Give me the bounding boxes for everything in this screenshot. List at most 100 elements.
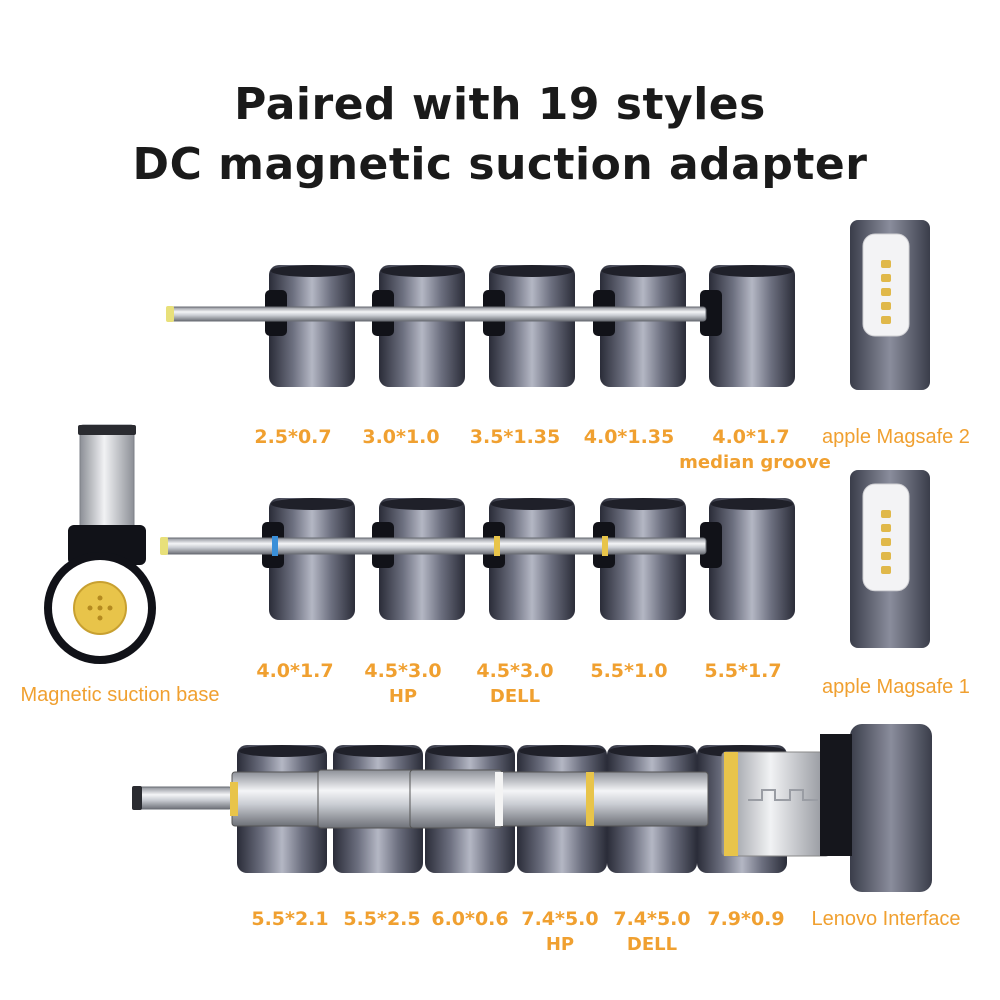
lenovo-plug-contacts (748, 789, 818, 801)
row1-size-label: 3.0*1.0 (362, 426, 440, 448)
row3-adapter-5-top (609, 745, 695, 757)
row2-adapter-4-top (602, 498, 684, 510)
base-dot-2 (87, 605, 93, 611)
magsafe2-pin-5 (881, 316, 891, 324)
row1-adapter-4-body (600, 265, 686, 387)
row1-adapter-2-body (379, 265, 465, 387)
row3-pin-thin (134, 786, 233, 810)
lenovo-adapter-body (850, 724, 932, 892)
row3-barrel-4 (499, 771, 593, 827)
title-line-2: DC magnetic suction adapter (132, 139, 868, 190)
magsafe1-pin-3 (881, 538, 891, 546)
row2-adapter-5 (709, 498, 795, 620)
magsafe2-label: apple Magsafe 2 (822, 426, 970, 448)
row2-size-label: 5.5*1.0 (590, 660, 668, 682)
row3-pin-tip (132, 786, 142, 810)
row1-adapter-1-top (271, 265, 353, 277)
row2-adapter-2-body (379, 498, 465, 620)
row1-adapter-5 (709, 265, 795, 387)
row3-adapters (132, 724, 932, 892)
row2-size-label: 5.5*1.7 (704, 660, 782, 682)
magsafe2 (850, 220, 930, 390)
row3-size-label: 7.4*5.0 (521, 908, 599, 930)
magnetic-suction-base (44, 424, 156, 664)
row2-adapter-3 (489, 498, 575, 620)
row1-adapter-2 (379, 265, 465, 387)
magsafe1-face (862, 483, 910, 592)
magsafe1-pin-5 (881, 566, 891, 574)
magsafe2-pin-4 (881, 302, 891, 310)
magsafe2-pin-1 (881, 260, 891, 268)
row3-adapter-3-top (427, 745, 513, 757)
row3-barrel-3 (409, 769, 503, 829)
row2-gold-ring-1 (494, 536, 500, 556)
row1-note-label: median groove (679, 452, 831, 473)
row3-barrel-5 (587, 771, 709, 827)
row1-adapter-3-body (489, 265, 575, 387)
row1-adapter-3 (489, 265, 575, 387)
row1-adapter-5-top (711, 265, 793, 277)
row2-blue-ring (272, 536, 278, 556)
row2-adapter-5-body (709, 498, 795, 620)
base-and-magsafe (44, 220, 930, 664)
magsafe1 (850, 470, 930, 648)
row2-size-label: 4.5*3.0 (476, 660, 554, 682)
lenovo-plug-edge (724, 752, 738, 856)
row2-size-label: 4.5*3.0 (364, 660, 442, 682)
row1-adapter-2-top (381, 265, 463, 277)
row3-note-label: HP (545, 934, 575, 955)
row3-adapter-1-top (239, 745, 325, 757)
row2-pin (161, 537, 707, 555)
base-dot-5 (97, 605, 103, 611)
row3-white-ring (495, 772, 503, 826)
lenovo-plug (721, 751, 831, 857)
row2-collar-5 (700, 522, 722, 568)
row2-adapter-3-body (489, 498, 575, 620)
magsafe2-face (862, 233, 910, 337)
row1-size-label: 4.0*1.7 (712, 426, 790, 448)
row1-adapter-4 (600, 265, 686, 387)
row3-barrel-2 (317, 769, 414, 829)
base-barrel-tip (78, 425, 136, 435)
magsafe1-label: apple Magsafe 1 (822, 676, 970, 698)
row1-adapters (166, 265, 795, 387)
magsafe1-pin-2 (881, 524, 891, 532)
row3-note-label: DELL (626, 934, 678, 955)
row3-gold-ring-1 (230, 782, 238, 816)
row3-size-label: 7.4*5.0 (613, 908, 691, 930)
base-dot-1 (97, 595, 103, 601)
row2-adapter-5-top (711, 498, 793, 510)
row3-size-label: 7.9*0.9 (707, 908, 785, 930)
row2-adapter-2 (379, 498, 465, 620)
base-label: Magnetic suction base (20, 684, 220, 706)
row1-pin (167, 306, 707, 322)
row2-adapter-1-top (271, 498, 353, 510)
row2-size-label: 4.0*1.7 (256, 660, 334, 682)
row1-adapter-3-top (491, 265, 573, 277)
lenovo-label: Lenovo Interface (811, 908, 961, 930)
row3-gold-ring-2 (586, 772, 594, 826)
row2-adapter-4-body (600, 498, 686, 620)
lenovo-adapter-joint (820, 734, 852, 856)
row2-gold-ring-2 (602, 536, 608, 556)
row2-adapter-1 (269, 498, 355, 620)
row3-size-label: 5.5*2.1 (251, 908, 329, 930)
row3-size-label: 6.0*0.6 (431, 908, 509, 930)
row2-adapter-1-body (269, 498, 355, 620)
row1-adapter-1 (269, 265, 355, 387)
row2-adapter-3-top (491, 498, 573, 510)
row1-adapter-1-body (269, 265, 355, 387)
row3-adapter-2-top (335, 745, 421, 757)
row2-note-label: DELL (489, 686, 541, 707)
magsafe1-pin-1 (881, 510, 891, 518)
row3-adapter-4-top (519, 745, 605, 757)
row3-size-label: 5.5*2.5 (343, 908, 421, 930)
magsafe2-pin-3 (881, 288, 891, 296)
row1-adapter-4-top (602, 265, 684, 277)
row2-pin-tip (160, 537, 168, 555)
row1-size-label: 2.5*0.7 (254, 426, 332, 448)
row3-barrel-1 (231, 771, 323, 827)
magsafe1-pin-4 (881, 552, 891, 560)
